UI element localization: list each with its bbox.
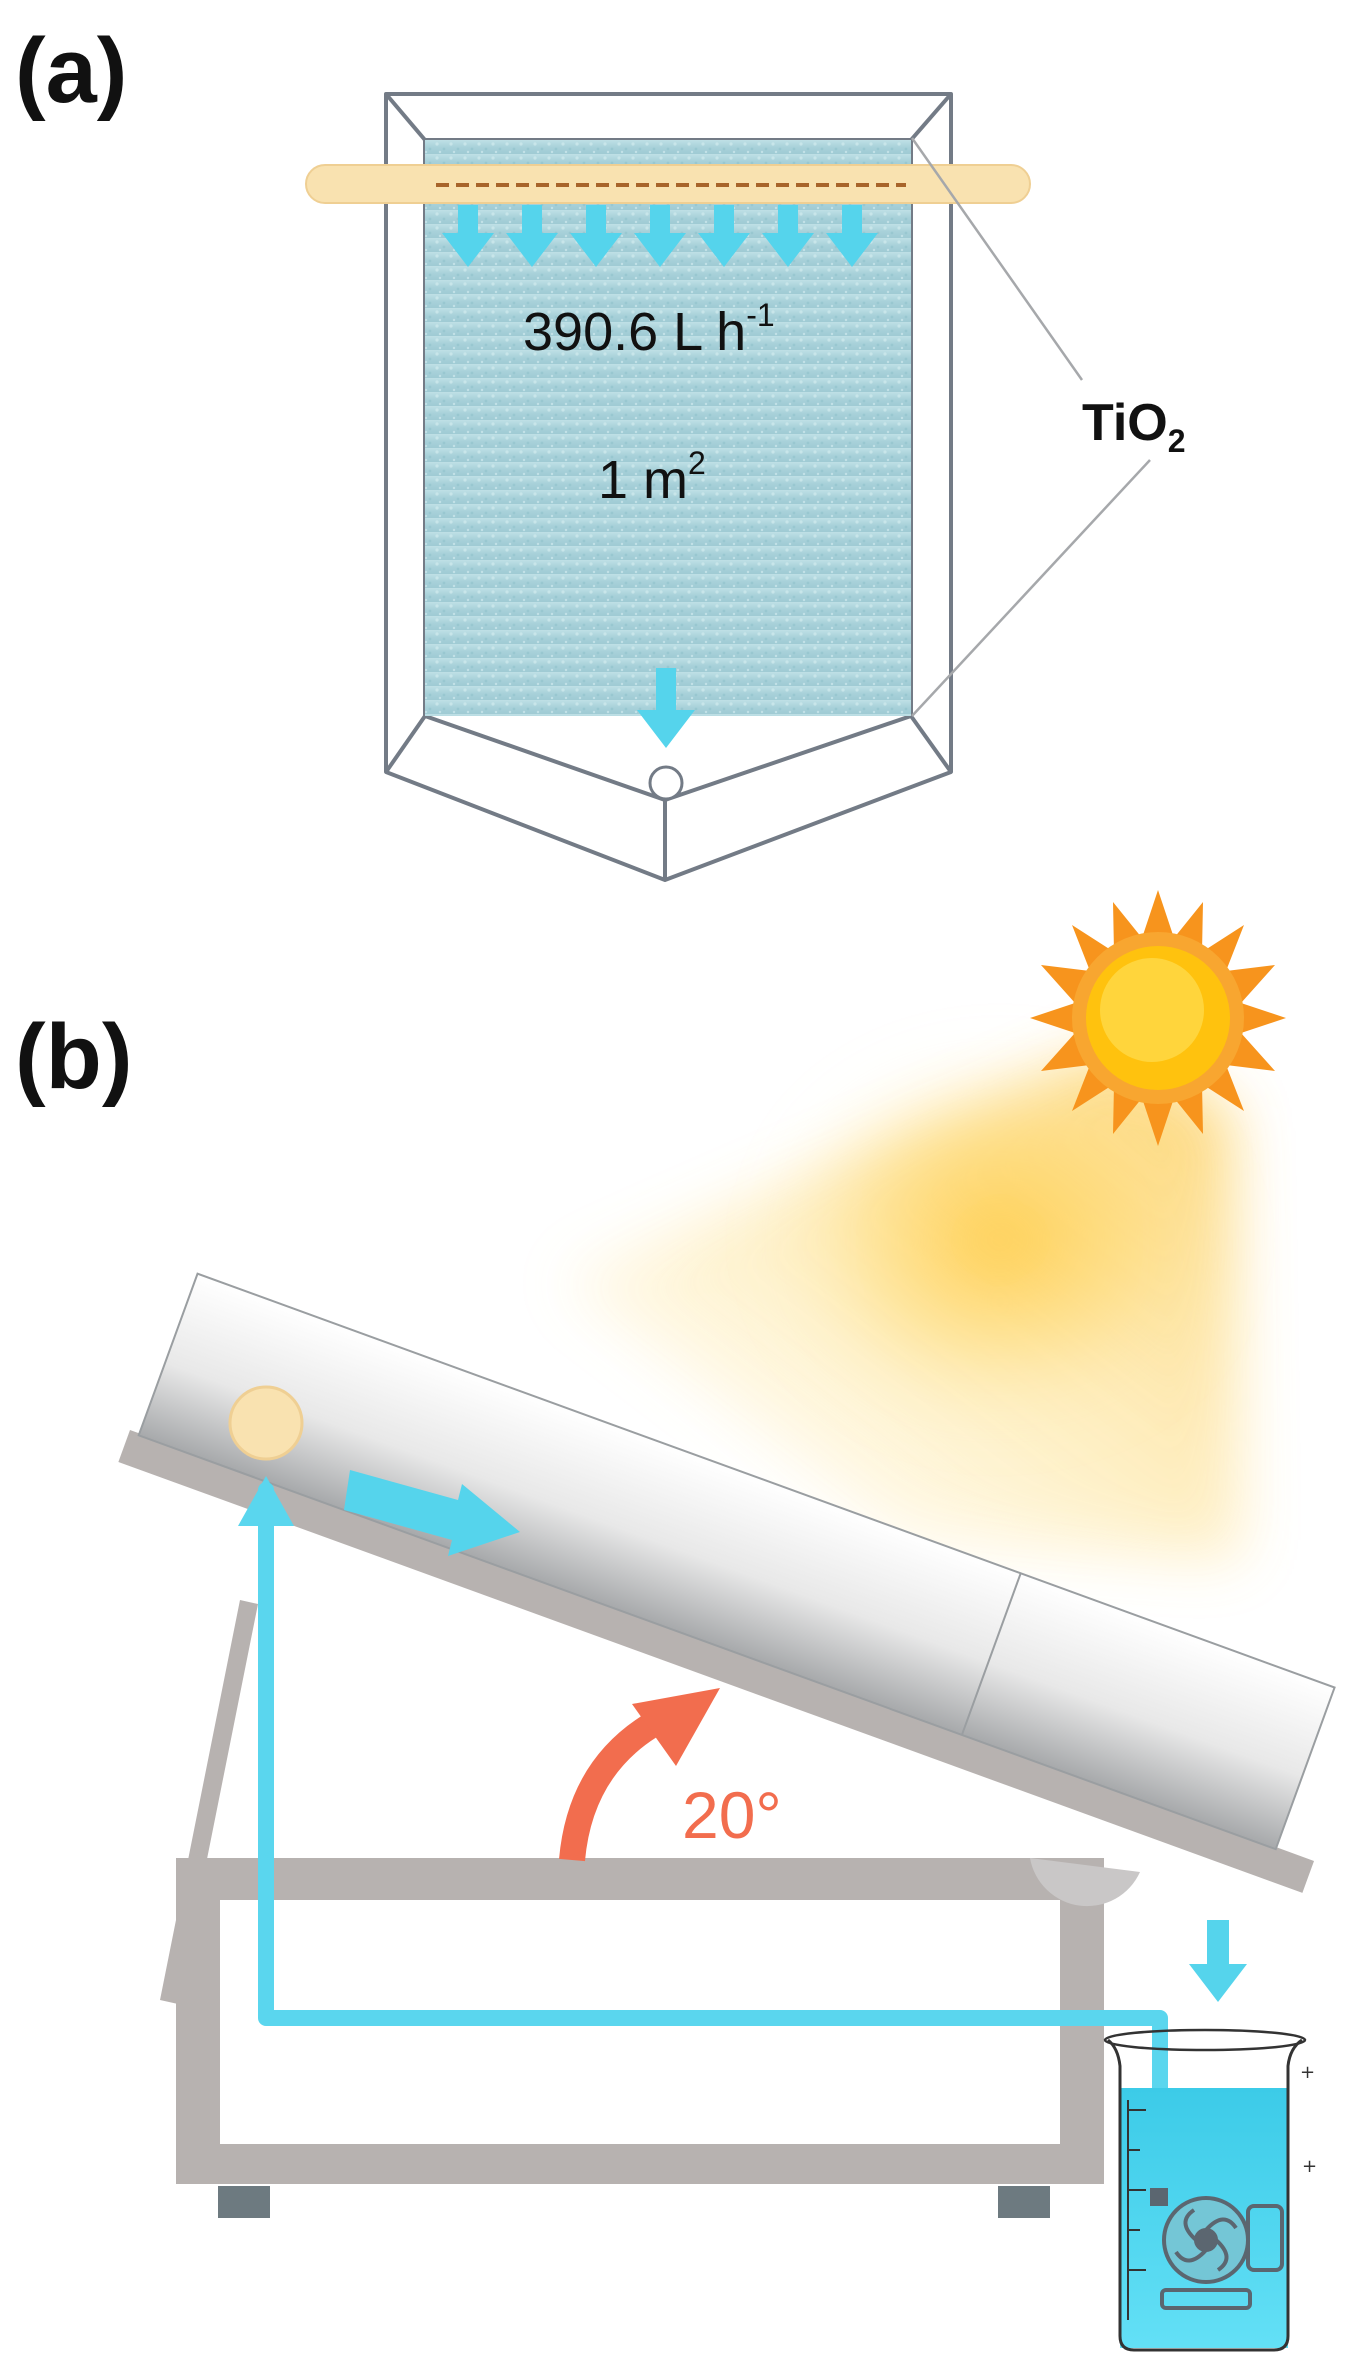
flow-arrow-icon	[826, 205, 878, 267]
tilt-angle-indicator	[559, 1688, 720, 1862]
drain-outlet	[648, 765, 684, 801]
svg-text:+: +	[1302, 2156, 1317, 2177]
pipe-arrowhead	[238, 1476, 294, 1526]
panel-b-label: (b)	[15, 1006, 132, 1108]
flow-arrow-icons	[442, 205, 878, 267]
beaker-icon: + +	[1103, 2028, 1317, 2352]
pump-icon	[1150, 2188, 1284, 2310]
flow-rate-label: 390.6 L h-1	[523, 297, 775, 362]
panel-a: (a) 390.6 L	[15, 20, 1186, 882]
panel-b: (b)	[15, 890, 1336, 2352]
flow-arrow-icon	[634, 205, 686, 267]
area-label: 1 m2	[598, 445, 706, 510]
tio2-callout-lines	[910, 137, 1151, 717]
distributor-pipe	[305, 164, 1031, 204]
panel-a-label: (a)	[15, 20, 127, 122]
tilted-reactor-panel	[118, 1272, 1336, 1893]
hinge	[1030, 1858, 1140, 1907]
svg-text:+: +	[1300, 2062, 1315, 2083]
flow-arrow-icon	[698, 205, 750, 267]
inlet-distributor	[228, 1385, 304, 1461]
outflow-arrow-icon	[1189, 1920, 1247, 2002]
tio2-label: TiO2	[1082, 394, 1186, 459]
sunlight-beam	[560, 1050, 1240, 1560]
flow-arrow-icon	[762, 205, 814, 267]
outlet-arrow-icon	[637, 668, 695, 748]
recirculation-pipe	[258, 1482, 1168, 2114]
flow-arrow-icon	[506, 205, 558, 267]
flow-arrow-icon	[570, 205, 622, 267]
sun-icon	[1030, 890, 1286, 1146]
flow-arrow-icon	[442, 205, 494, 267]
flow-arrow-icon	[344, 1470, 520, 1556]
tilt-angle-label: 20°	[682, 1778, 782, 1852]
